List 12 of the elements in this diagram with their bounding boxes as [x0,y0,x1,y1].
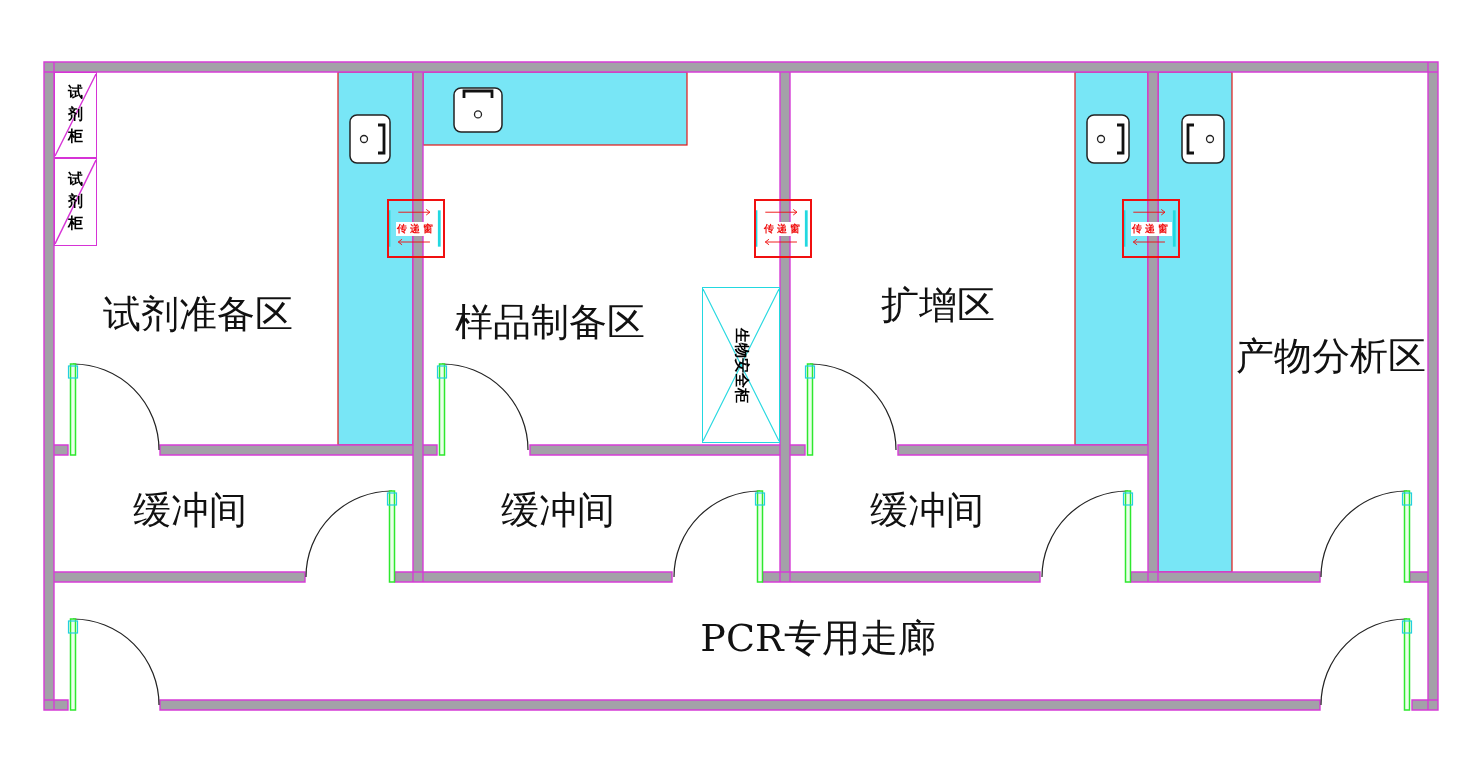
room-label: 样品制备区 [455,303,645,341]
pass-window: 传递窗 [1122,199,1180,258]
room-label: 扩增区 [881,286,995,324]
biosafety-cabinet: 生物安全柜 [702,287,780,443]
room-label: 试剂准备区 [103,295,293,333]
pass-window: 传递窗 [754,199,812,258]
room-label: 缓冲间 [133,491,247,529]
pass-window: 传递窗 [387,199,445,258]
room-label: 缓冲间 [870,491,984,529]
room-label: 缓冲间 [501,491,615,529]
room-label: PCR专用走廊 [700,619,936,657]
room-label: 产物分析区 [1236,337,1426,375]
